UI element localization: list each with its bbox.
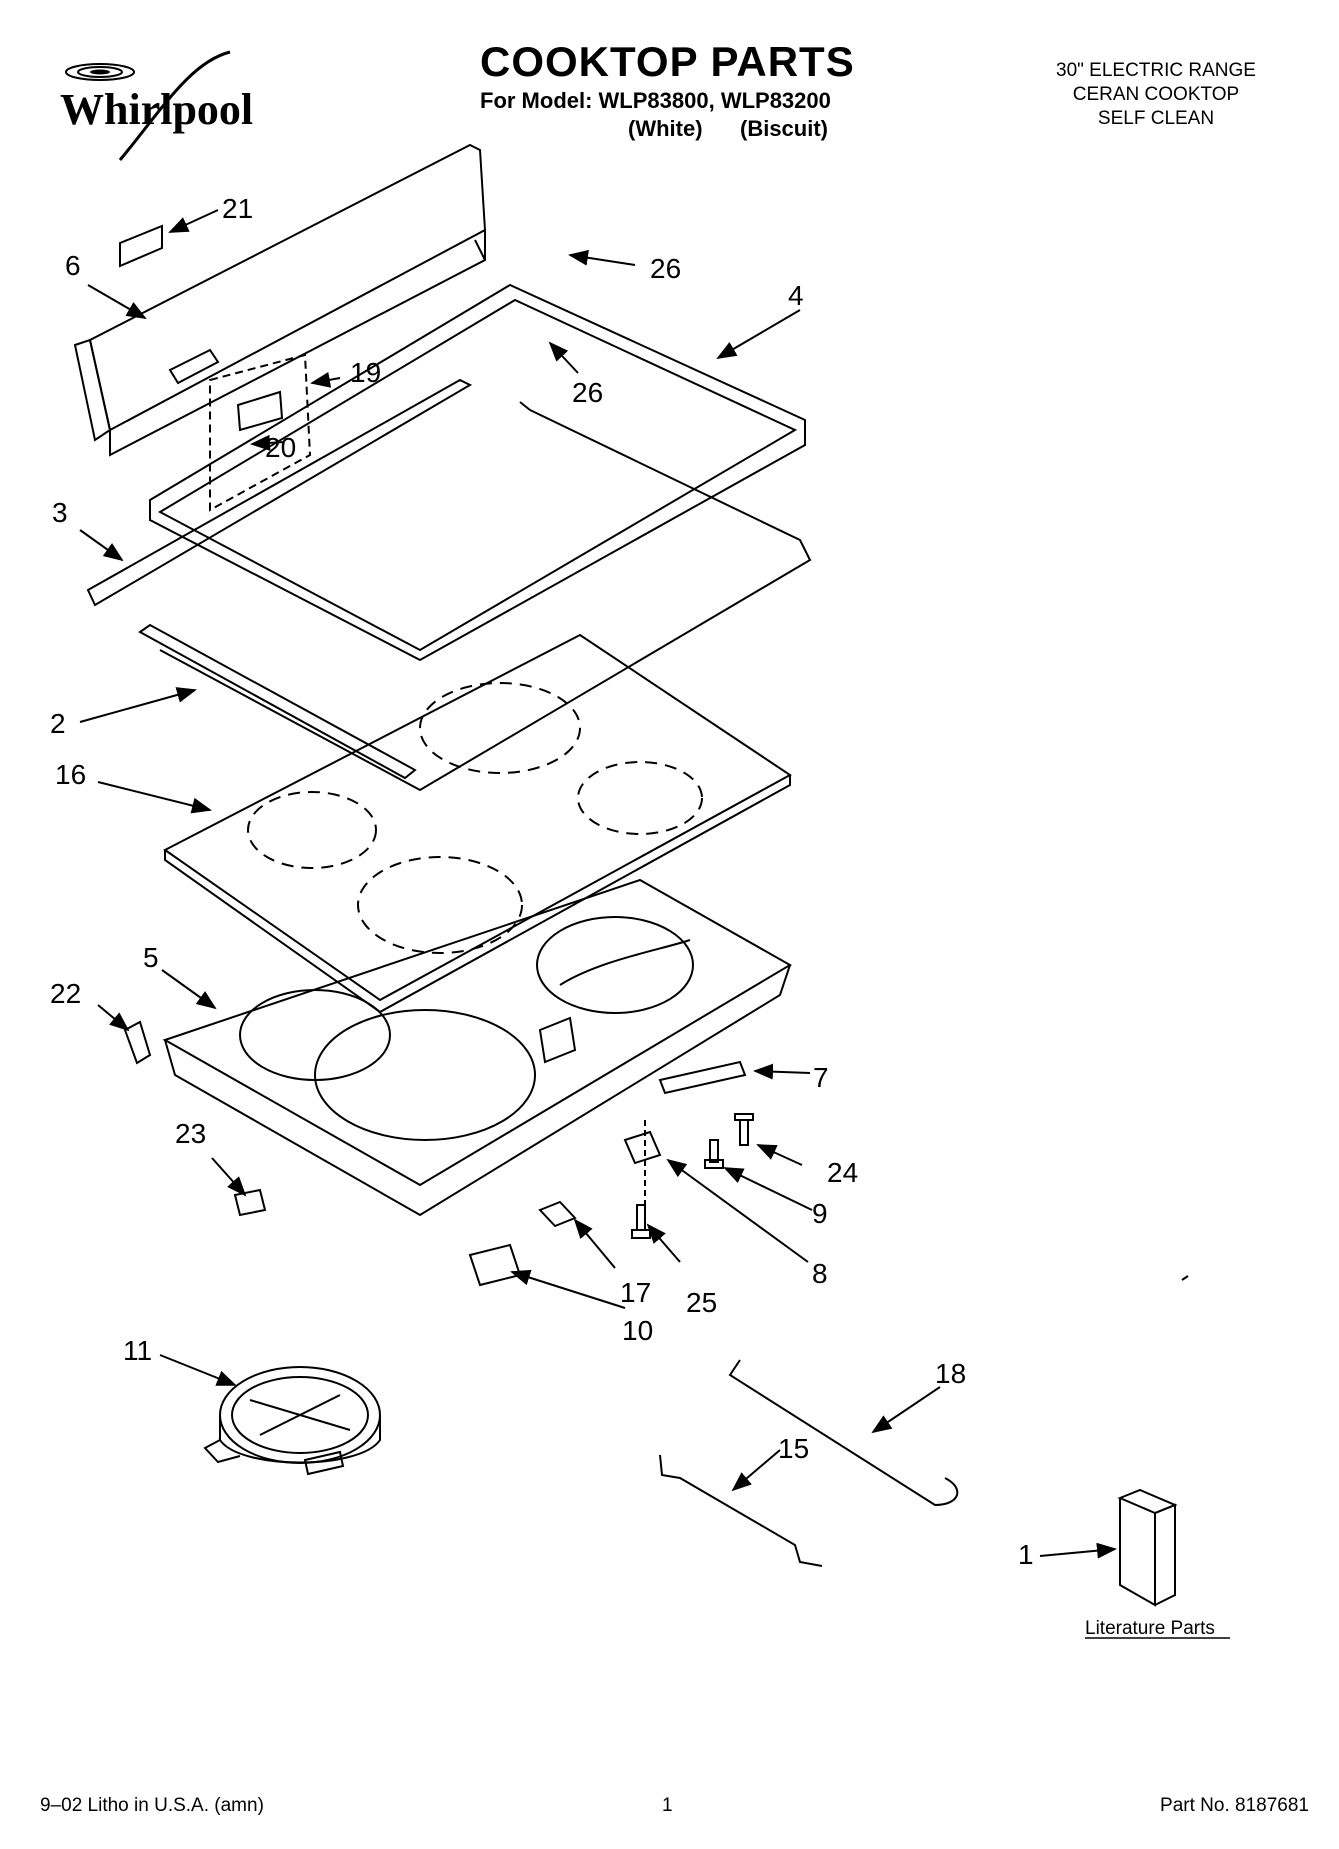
callout-24: 24 (827, 1157, 858, 1188)
callout-19: 19 (350, 357, 381, 388)
callout-6: 6 (65, 250, 81, 281)
side-trim-strip (86, 378, 473, 607)
callout-23: 23 (175, 1118, 206, 1149)
callout-8: 8 (812, 1258, 828, 1289)
glass-cooktop-part (163, 633, 792, 1014)
brand-wordmark: Whirlpool (60, 85, 253, 134)
callout-5: 5 (143, 942, 159, 973)
callout-22: 22 (50, 978, 81, 1009)
terminal-block-part (468, 1243, 522, 1287)
callout-9: 9 (812, 1198, 828, 1229)
literature-parts-label: Literature Parts (1085, 1618, 1215, 1639)
page-title: COOKTOP PARTS (480, 38, 855, 85)
literature-part (1117, 1488, 1178, 1607)
bracket-part (658, 1060, 747, 1095)
variant-white: (White) (628, 116, 703, 141)
callout-25: 25 (686, 1287, 717, 1318)
callout-7: 7 (813, 1062, 829, 1093)
footer-page-number: 1 (662, 1795, 673, 1816)
spec-line-2: CERAN COOKTOP (1072, 84, 1240, 105)
wire-harness-15 (659, 1454, 823, 1567)
callout-16: 16 (55, 759, 86, 790)
clip-23 (233, 1188, 267, 1217)
control-panel-part (73, 143, 487, 457)
callout-4: 4 (788, 280, 804, 311)
screw-25 (631, 1204, 651, 1239)
spec-line-3: SELF CLEAN (1097, 108, 1215, 129)
clip-part (538, 1200, 577, 1228)
model-line: For Model: WLP83800, WLP83200 (480, 88, 831, 113)
callout-1: 1 (1018, 1539, 1034, 1570)
callout-2: 2 (50, 708, 66, 739)
screw-24 (734, 1113, 754, 1146)
clip-22 (123, 1020, 152, 1065)
spec-line-1: 30" ELECTRIC RANGE (1056, 60, 1256, 81)
callout-15: 15 (778, 1433, 809, 1464)
indicator-bracket-outline (209, 353, 312, 512)
screw-9 (704, 1139, 724, 1169)
callout-11: 11 (123, 1335, 152, 1366)
variant-biscuit: (Biscuit) (740, 116, 828, 141)
callout-20: 20 (265, 432, 296, 463)
callout-17: 17 (620, 1277, 651, 1308)
callout-3: 3 (52, 497, 68, 528)
callout-10: 10 (622, 1315, 653, 1346)
footer-part-number: Part No. 8187681 (1160, 1795, 1309, 1816)
terminal-bracket-part (623, 1130, 662, 1165)
callout-21: 21 (222, 193, 253, 224)
burner-box-part (162, 878, 792, 1217)
indicator-light-part (236, 390, 284, 432)
callout-26-top: 26 (650, 253, 681, 284)
callout-18: 18 (935, 1358, 966, 1389)
whirlpool-logo: Whirlpool (60, 50, 253, 161)
leader-arrows (79, 209, 1117, 1559)
radiant-element-part (203, 1366, 381, 1476)
badge-part (119, 224, 163, 268)
cooktop-frame-part (149, 283, 812, 792)
wire-harness-18 (728, 1359, 959, 1507)
gasket-strip (138, 623, 417, 780)
footer-litho: 9–02 Litho in U.S.A. (amn) (40, 1795, 264, 1816)
callout-26-bottom: 26 (572, 377, 603, 408)
